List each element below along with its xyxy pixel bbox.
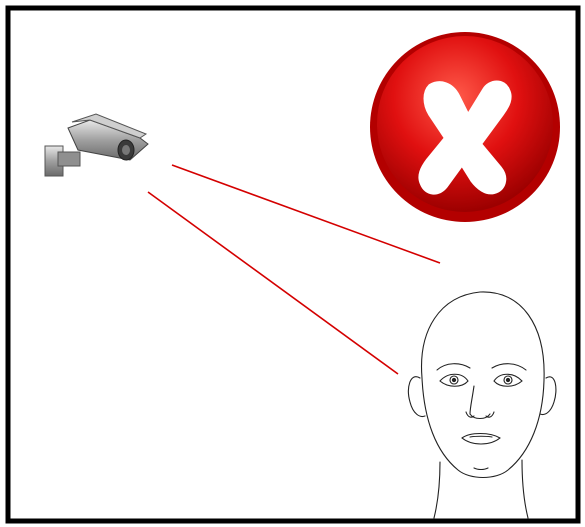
denied-badge [370, 32, 560, 222]
